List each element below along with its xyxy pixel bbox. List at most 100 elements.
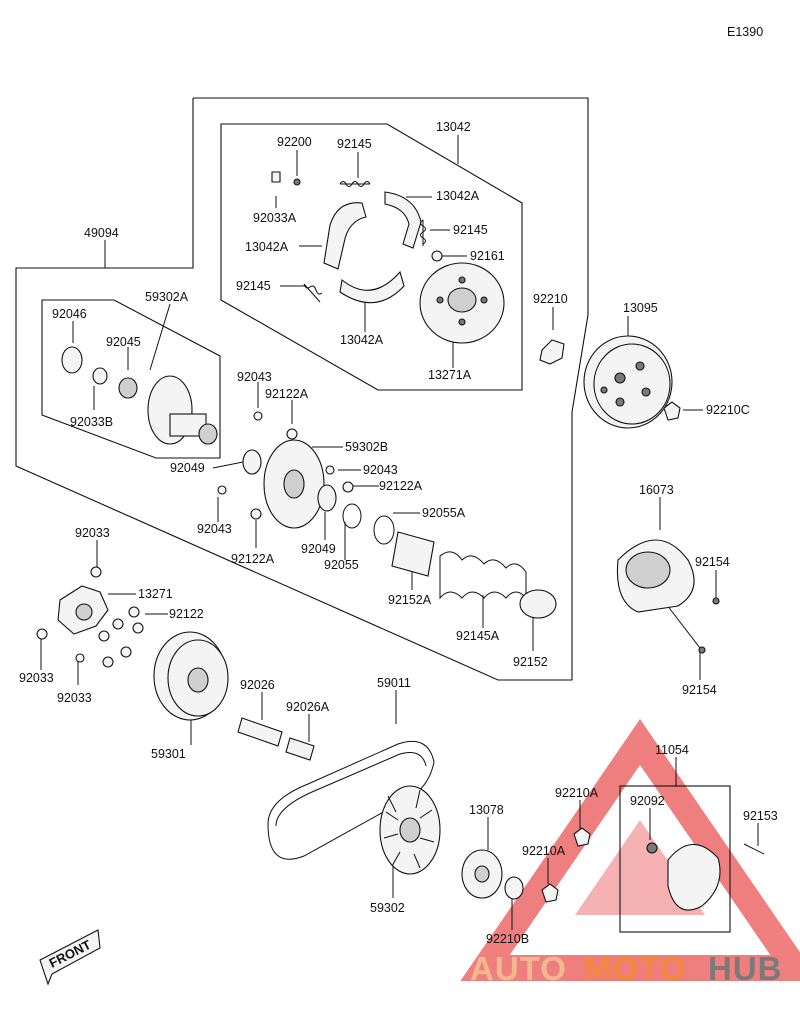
label-92122: 92122 bbox=[169, 607, 204, 621]
roller-92122a-a bbox=[286, 428, 298, 440]
label-92055: 92055 bbox=[324, 558, 359, 572]
label-13042: 13042 bbox=[436, 120, 471, 134]
label-92145-c: 92145 bbox=[236, 279, 271, 293]
spring-92145-right bbox=[420, 219, 426, 246]
label-92145-b: 92145 bbox=[453, 223, 488, 237]
stopper-92033a bbox=[271, 171, 281, 183]
label-92049-b: 92049 bbox=[301, 542, 336, 556]
nut-92210a-bottom bbox=[541, 883, 559, 903]
collar-92026 bbox=[237, 717, 283, 747]
label-92210b: 92210B bbox=[486, 932, 529, 946]
plug-92092 bbox=[646, 842, 658, 854]
label-92122a-2: 92122A bbox=[379, 479, 423, 493]
bearing-92045 bbox=[118, 377, 138, 399]
label-92153: 92153 bbox=[743, 809, 778, 823]
pin-92043-c bbox=[217, 485, 227, 495]
nut-92210a-top bbox=[573, 827, 591, 847]
nut-92210b bbox=[504, 876, 524, 900]
clutch-shoe-parts bbox=[271, 171, 443, 304]
ramp-plate-parts bbox=[36, 566, 144, 668]
label-92210c: 92210C bbox=[706, 403, 750, 417]
watermark-auto: AUTO bbox=[470, 950, 567, 987]
drive-face-59301 bbox=[153, 631, 229, 721]
clutch-shoe-left bbox=[323, 202, 367, 270]
collar-92152 bbox=[519, 589, 557, 619]
spring-92145-left bbox=[303, 283, 323, 303]
label-92122a-3: 92122A bbox=[231, 552, 275, 566]
label-49094: 49094 bbox=[84, 226, 119, 240]
label-59011: 59011 bbox=[377, 676, 411, 690]
cover-16073 bbox=[616, 539, 720, 654]
pin-92043-b bbox=[325, 465, 335, 475]
belt-59011 bbox=[267, 740, 435, 860]
nut-92210 bbox=[539, 339, 565, 365]
label-92026a: 92026A bbox=[286, 700, 330, 714]
watermark-hub: HUB bbox=[708, 950, 783, 987]
front-label: FRONT bbox=[47, 937, 94, 971]
frame-13042 bbox=[220, 123, 523, 391]
label-92045: 92045 bbox=[106, 335, 141, 349]
label-92033-a: 92033 bbox=[75, 526, 110, 540]
collar-92026a bbox=[285, 737, 315, 761]
label-13078: 13078 bbox=[469, 803, 504, 817]
collars-92026 bbox=[237, 717, 315, 761]
watermark-moto: MOTO bbox=[584, 950, 686, 987]
clip-92033b bbox=[92, 367, 108, 385]
watermark-triangle bbox=[460, 719, 800, 981]
label-59302: 59302 bbox=[370, 901, 405, 915]
label-92033a: 92033A bbox=[253, 211, 297, 225]
pin-92200 bbox=[293, 178, 301, 186]
roller-92122a-b bbox=[342, 481, 354, 493]
label-13095: 13095 bbox=[623, 301, 658, 315]
label-59302b: 59302B bbox=[345, 440, 388, 454]
label-92152a: 92152A bbox=[388, 593, 432, 607]
label-92145a: 92145A bbox=[456, 629, 500, 643]
label-92200: 92200 bbox=[277, 135, 312, 149]
slider-92033-top bbox=[90, 566, 102, 578]
bracket-11054 bbox=[646, 842, 765, 911]
label-13042a-2: 13042A bbox=[245, 240, 289, 254]
label-59302a: 59302A bbox=[145, 290, 189, 304]
label-92043-a: 92043 bbox=[237, 370, 272, 384]
clutch-plate-13271a bbox=[419, 262, 505, 344]
oring-92055a bbox=[373, 515, 395, 545]
label-92026: 92026 bbox=[240, 678, 275, 692]
label-92033b: 92033B bbox=[70, 415, 113, 429]
label-13271: 13271 bbox=[138, 587, 173, 601]
clutch-shoe-top bbox=[384, 191, 422, 249]
driven-pulley-parts bbox=[61, 346, 218, 445]
label-92033-c: 92033 bbox=[57, 691, 92, 705]
label-92092: 92092 bbox=[630, 794, 665, 808]
plate-13078 bbox=[461, 849, 503, 899]
label-92049-a: 92049 bbox=[170, 461, 205, 475]
slider-92033-bottom bbox=[75, 653, 85, 663]
label-16073: 16073 bbox=[639, 483, 674, 497]
oring-92055 bbox=[342, 503, 362, 529]
watermark-text: AUTO MOTO HUB bbox=[470, 950, 783, 987]
label-59301: 59301 bbox=[151, 747, 186, 761]
label-92161: 92161 bbox=[470, 249, 505, 263]
label-92145-a: 92145 bbox=[337, 137, 372, 151]
frame-59302a bbox=[41, 299, 221, 459]
roller-92122a-c bbox=[250, 508, 262, 520]
label-92210: 92210 bbox=[533, 292, 568, 306]
spring-92145a bbox=[439, 551, 527, 600]
spring-92145-top bbox=[339, 181, 371, 187]
bearing-92046 bbox=[61, 346, 83, 374]
diagram-code: E1390 bbox=[727, 25, 763, 39]
pin-92043-a bbox=[253, 411, 263, 421]
label-92154-a: 92154 bbox=[695, 555, 730, 569]
label-92033-b: 92033 bbox=[19, 671, 54, 685]
bolt-92153 bbox=[743, 843, 765, 855]
label-92043-b: 92043 bbox=[363, 463, 398, 477]
label-92152: 92152 bbox=[513, 655, 548, 669]
label-92210a-2: 92210A bbox=[522, 844, 566, 858]
part-labels: 92200 92145 13042 13042A 92033A 92145 13… bbox=[19, 120, 778, 946]
label-92122a-1: 92122A bbox=[265, 387, 309, 401]
movable-face-parts bbox=[217, 411, 557, 619]
pin-92161 bbox=[431, 250, 443, 262]
front-indicator: FRONT bbox=[39, 929, 101, 986]
slider-92033-left bbox=[36, 628, 48, 640]
leader-lines bbox=[40, 135, 759, 930]
